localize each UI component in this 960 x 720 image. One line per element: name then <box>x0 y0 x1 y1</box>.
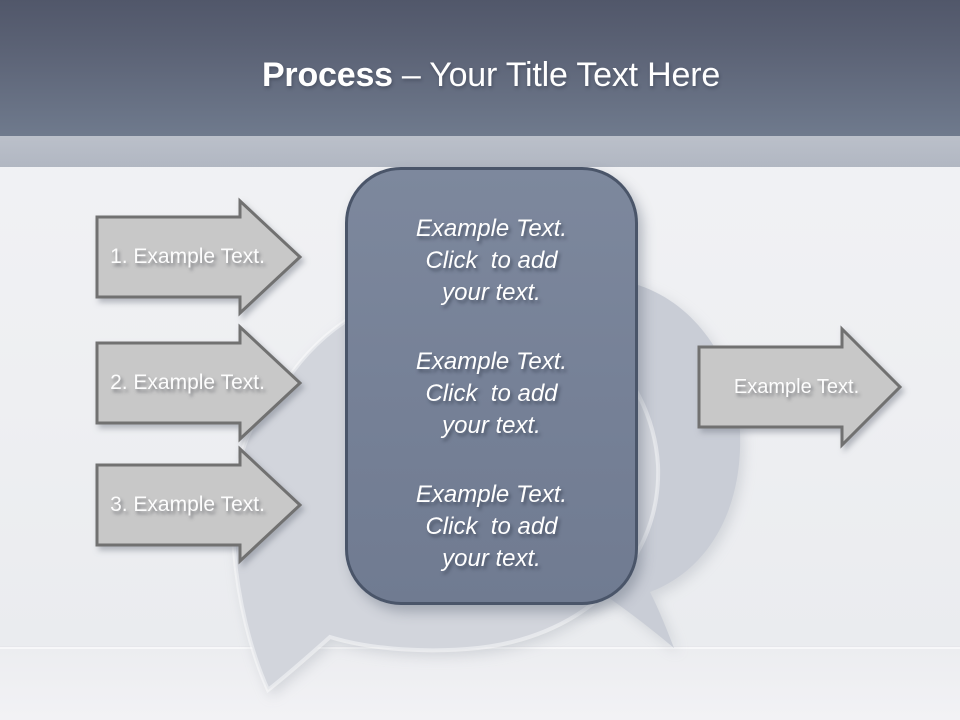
process-arrow-1[interactable]: 1. Example Text. <box>95 197 303 317</box>
process-arrow-3[interactable]: 3. Example Text. <box>95 445 303 565</box>
floor-area <box>0 648 960 720</box>
arrow-right-shape-icon <box>95 323 303 443</box>
process-arrow-2-label: 2. Example Text. <box>110 371 265 394</box>
text-placeholder-1[interactable]: Example Text. Click to add your text. <box>415 215 568 306</box>
result-arrow[interactable]: Example Text. <box>697 325 903 449</box>
title-bar: Process– Your Title Text Here <box>0 0 960 136</box>
process-arrow-1-label: 1. Example Text. <box>110 245 265 268</box>
result-arrow-label: Example Text. <box>733 375 860 398</box>
slide-title[interactable]: Process– Your Title Text Here <box>240 42 720 95</box>
arrow-right-shape-icon <box>95 197 303 317</box>
process-arrow-3-label: 3. Example Text. <box>110 493 265 516</box>
center-text-box[interactable]: Example Text. Click to add your text. Ex… <box>345 167 638 605</box>
floor-line <box>0 646 960 649</box>
accent-band <box>0 136 960 167</box>
title-placeholder: – Your Title Text Here <box>401 55 721 94</box>
title-keyword: Process <box>261 55 393 94</box>
arrow-right-shape-icon <box>95 445 303 565</box>
text-placeholder-2[interactable]: Example Text. Click to add your text. <box>415 348 568 439</box>
text-placeholder-3[interactable]: Example Text. Click to add your text. <box>415 481 568 572</box>
process-arrow-2[interactable]: 2. Example Text. <box>95 323 303 443</box>
arrow-right-shape-icon <box>697 325 903 449</box>
